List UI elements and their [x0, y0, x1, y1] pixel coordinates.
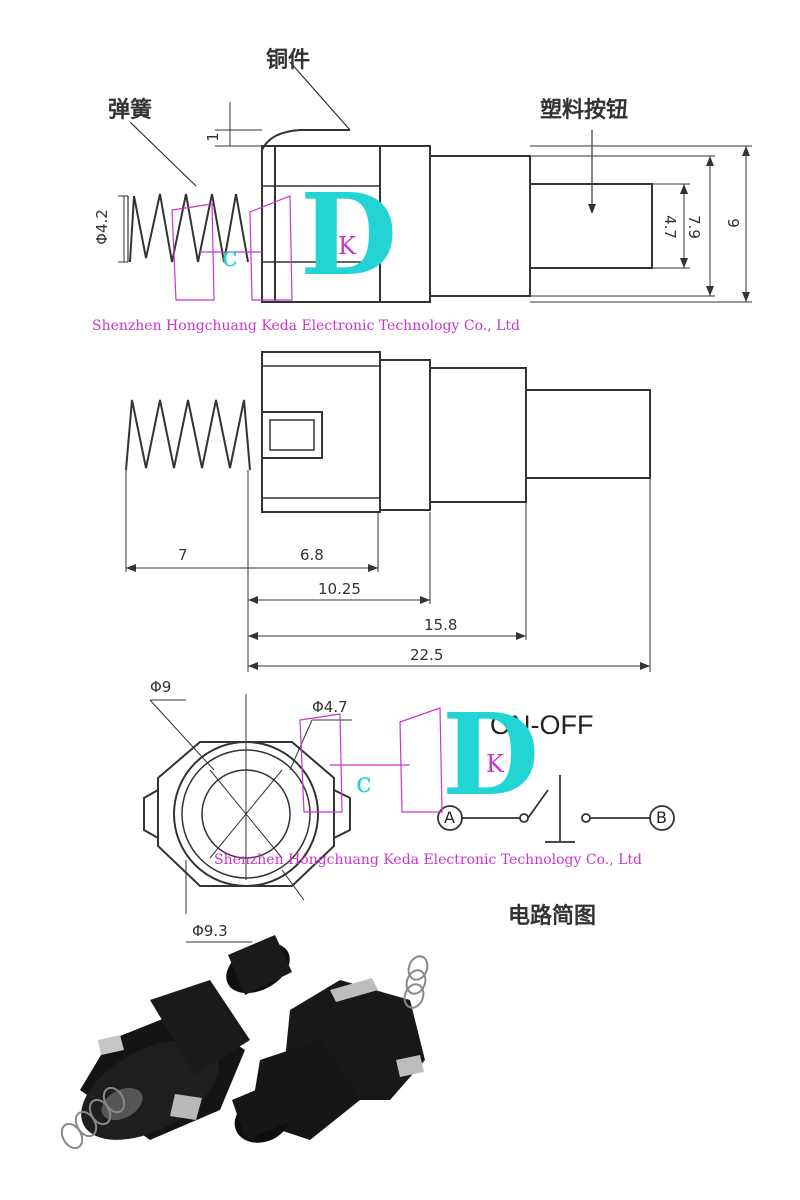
dim-phi93: Φ9.3 [192, 922, 228, 940]
dim-1025: 10.25 [318, 580, 361, 598]
watermark-k-top: K [338, 232, 356, 260]
dim-9: 9 [723, 218, 742, 228]
dim-68: 6.8 [300, 546, 324, 564]
side-view [125, 351, 651, 672]
button-top [529, 183, 653, 269]
dim-1: 1 [203, 132, 222, 142]
spring-leader [129, 121, 197, 187]
watermark-d-top: D [300, 170, 398, 301]
watermark-d-mid: D [442, 690, 540, 821]
watermark-company-1: Shenzhen Hongchuang Keda Electronic Tech… [92, 318, 520, 334]
product-photo [60, 935, 429, 1150]
copper-leader [289, 61, 351, 131]
label-circuit: 电路简图 [508, 904, 597, 929]
watermark-k-mid: K [486, 750, 504, 778]
label-copper-part: 铜件 [266, 48, 311, 73]
dim-phi42: Φ4.2 [92, 209, 111, 245]
switch-photo-left [80, 935, 292, 1140]
switch-blade [527, 789, 549, 819]
watermark-c-mid: c [356, 766, 372, 799]
dim-158: 15.8 [424, 616, 458, 634]
dim-225: 22.5 [410, 646, 444, 664]
dim-phi47: Φ4.7 [312, 698, 348, 716]
watermark-logo-mid [299, 707, 443, 813]
button-side [525, 389, 651, 479]
top-view [118, 61, 752, 303]
dim-79: 7.9 [684, 215, 703, 239]
terminal-window [261, 411, 323, 459]
terminal-b-label: B [656, 808, 667, 827]
terminal-b-circle [649, 805, 675, 831]
spring-top [129, 193, 249, 263]
spring-photo-right [403, 955, 429, 1009]
on-off-label: ON-OFF [490, 710, 594, 740]
terminal-a-label: A [444, 808, 455, 827]
spring-side [125, 399, 251, 471]
dim-phi9: Φ9 [150, 678, 172, 696]
label-spring: 弹簧 [108, 98, 153, 123]
circuit-diagram [437, 775, 675, 843]
dim-7: 7 [178, 546, 188, 564]
front-view [143, 694, 352, 943]
watermark-c-top: c [222, 240, 238, 273]
watermark-logo-top [171, 195, 293, 301]
spring-photo-left [60, 1086, 126, 1150]
dim-47: 4.7 [660, 215, 679, 239]
switch-photo-right [232, 978, 425, 1143]
watermark-company-2: Shenzhen Hongchuang Keda Electronic Tech… [214, 852, 642, 868]
label-plastic-button: 塑料按钮 [540, 98, 629, 123]
nut-outline [157, 741, 335, 887]
